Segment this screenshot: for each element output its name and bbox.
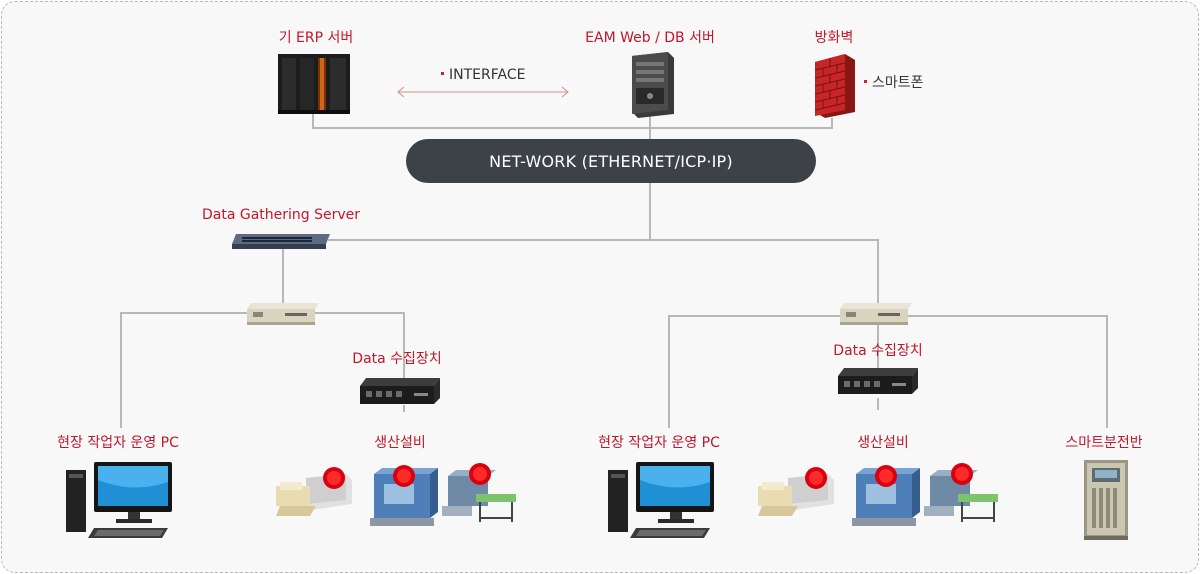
desktop-pc-icon (64, 460, 174, 544)
data-collector-icon (360, 378, 440, 412)
operator-pc-left-label: 현장 작업자 운영 PC (57, 435, 179, 451)
brick-firewall-icon (814, 54, 855, 122)
desktop-pc-icon (606, 460, 716, 544)
data-collector-icon (838, 368, 918, 402)
media-converter-icon (245, 303, 319, 329)
smart-panel-label: 스마트분전반 (1065, 435, 1143, 451)
production-machine-icon (852, 462, 924, 532)
network-switch-icon (232, 234, 330, 254)
production-machine-icon (758, 464, 838, 524)
production-machine-icon (276, 464, 356, 524)
network-bar: NET-WORK (ETHERNET/ICP·IP) (406, 139, 816, 183)
tower-server-icon (628, 52, 674, 122)
interface-note: INTERFACE (441, 67, 525, 83)
interface-arrow (397, 86, 569, 98)
equipment-right-label: 생산설비 (857, 435, 909, 451)
collector-left-label: Data 수집장치 (352, 351, 442, 367)
distribution-panel-icon (1084, 460, 1128, 544)
production-machine-icon (370, 462, 442, 532)
server-bus-line (312, 112, 833, 129)
gathering-server-label: Data Gathering Server (201, 207, 361, 223)
production-machine-icon (440, 462, 520, 528)
smartphone-note: 스마트폰 (864, 75, 924, 91)
media-converter-icon (838, 303, 912, 329)
network-bar-label: NET-WORK (ETHERNET/ICP·IP) (489, 151, 733, 171)
erp-server-label: 기 ERP 서버 (278, 30, 354, 46)
equipment-left-label: 생산설비 (374, 435, 426, 451)
production-machine-icon (922, 462, 1002, 528)
collector-right-label: Data 수집장치 (833, 343, 923, 359)
rack-server-icon (278, 54, 350, 118)
distribution-line (328, 239, 879, 306)
eam-server-label: EAM Web / DB 서버 (585, 30, 715, 46)
operator-pc-right-label: 현장 작업자 운영 PC (598, 435, 720, 451)
firewall-label: 방화벽 (814, 30, 854, 46)
